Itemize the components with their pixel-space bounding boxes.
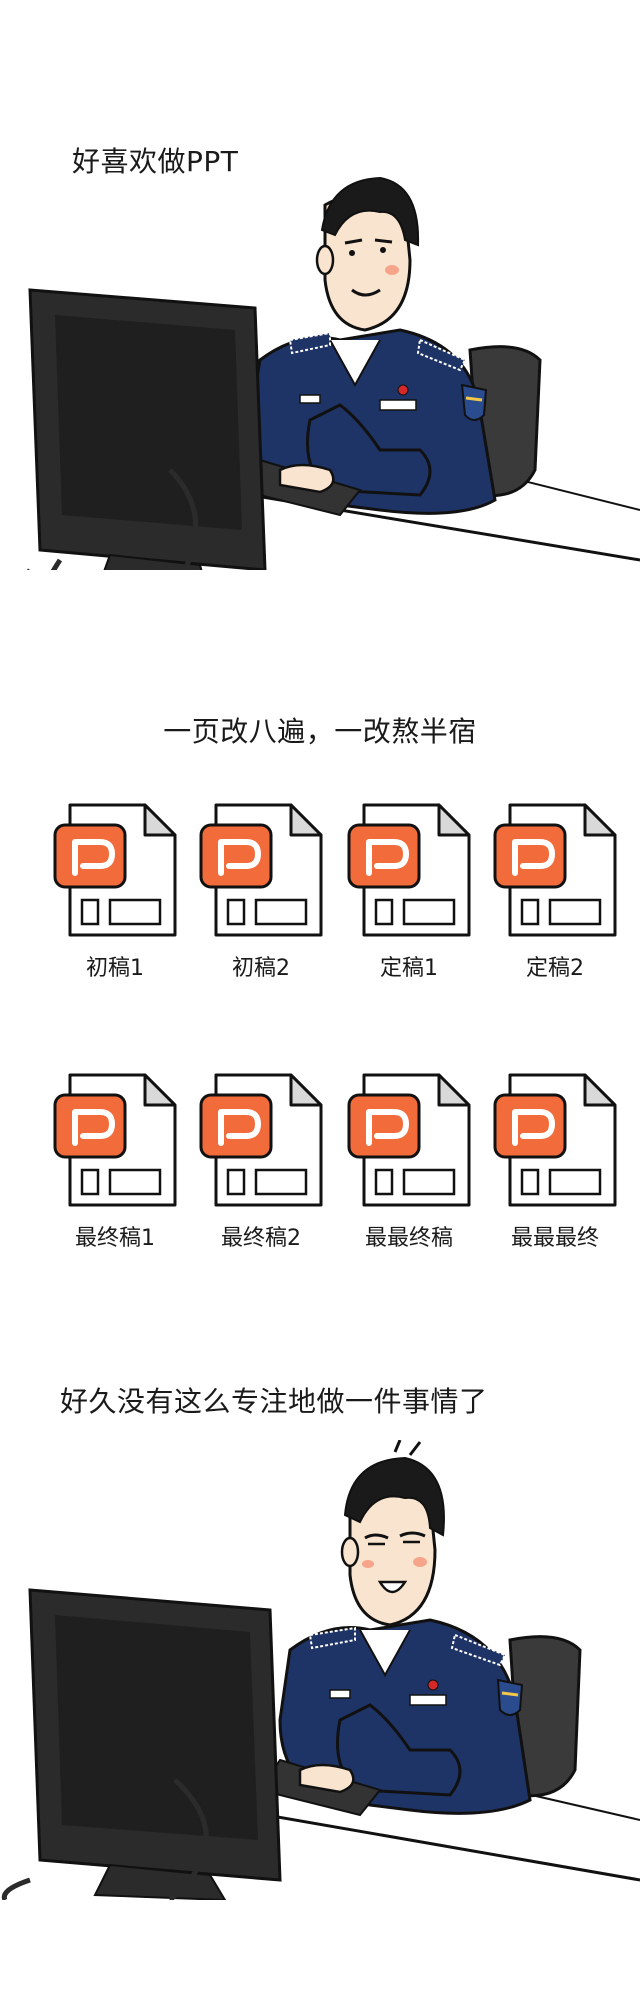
officer-illustration-1 xyxy=(5,176,640,672)
officer-body xyxy=(278,1618,532,1815)
hand-icon xyxy=(298,1763,355,1794)
file-label: 初稿2 xyxy=(232,956,290,981)
row2-file-1: 最终稿1 xyxy=(50,1070,180,1270)
ppt-file-icon xyxy=(199,1073,323,1207)
ppt-file-icon xyxy=(493,1073,617,1207)
ppt-file-icon xyxy=(347,1073,471,1207)
officer-head-tired xyxy=(340,1439,445,1627)
row1-file-2: 初稿2 xyxy=(196,800,326,1000)
ppt-file-icon xyxy=(53,1073,177,1207)
row1-file-3: 定稿1 xyxy=(344,800,474,1000)
file-label: 定稿1 xyxy=(380,956,438,981)
file-label: 最最终稿 xyxy=(364,1226,453,1251)
file-label: 最最最终 xyxy=(510,1226,599,1251)
row1-file-1: 初稿1 xyxy=(50,800,180,1000)
row2-file-2: 最终稿2 xyxy=(196,1070,326,1270)
scene-officer-tired xyxy=(0,1439,640,1902)
file-label: 初稿1 xyxy=(86,956,144,981)
row2-file-4: 最最最终 xyxy=(490,1070,620,1270)
caption-top: 好喜欢做PPT xyxy=(72,145,239,178)
scene-officer-smiling xyxy=(0,150,640,672)
officer-head-smiling xyxy=(315,176,420,332)
chair-icon xyxy=(508,1635,582,1798)
file-label: 最终稿2 xyxy=(221,1226,301,1251)
ppt-file-icon xyxy=(493,803,617,937)
ppt-file-icon xyxy=(53,803,177,937)
monitor-icon xyxy=(5,288,267,672)
monitor-icon xyxy=(1,1588,282,1902)
ppt-file-icon xyxy=(347,803,471,937)
officer-illustration-2 xyxy=(1,1439,640,1902)
ppt-file-icon xyxy=(199,803,323,937)
caption-bottom: 好久没有这么专注地做一件事情了 xyxy=(60,1385,488,1418)
row1-file-4: 定稿2 xyxy=(490,800,620,1000)
caption-middle: 一页改八遍，一改熬半宿 xyxy=(163,715,477,748)
row2-file-3: 最最终稿 xyxy=(344,1070,474,1270)
hand-icon xyxy=(278,463,335,494)
file-label: 最终稿1 xyxy=(75,1226,155,1251)
file-label: 定稿2 xyxy=(526,956,584,981)
